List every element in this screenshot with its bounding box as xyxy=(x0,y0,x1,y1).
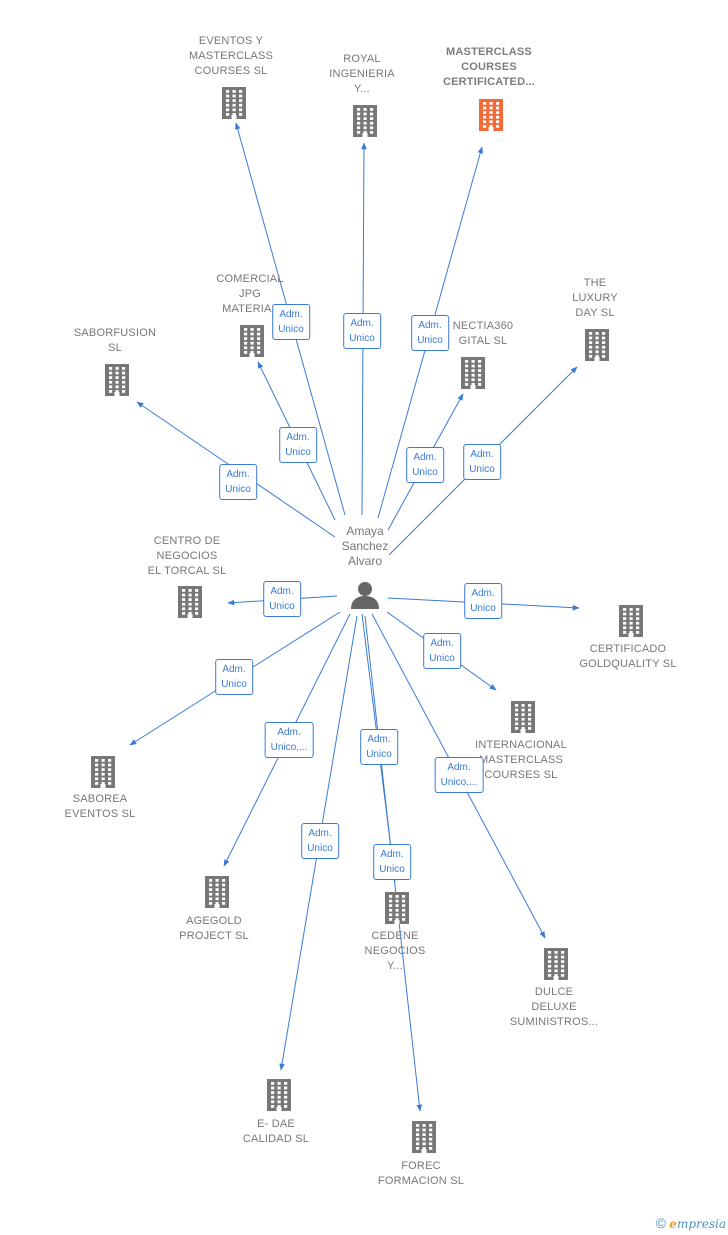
edge-label-dulce-deluxe[interactable]: Adm. Unico,... xyxy=(434,757,484,793)
company-label-saborea-eventos[interactable]: SABOREA EVENTOS SL xyxy=(64,793,136,820)
building-icon[interactable] xyxy=(381,890,413,931)
building-icon[interactable] xyxy=(475,97,507,138)
edge-label-e-dae-calidad[interactable]: Adm. Unico xyxy=(301,823,339,859)
building-icon[interactable] xyxy=(201,874,233,915)
company-label-centro-de-negocios[interactable]: CENTRO DE NEGOCIOS EL TORCAL SL xyxy=(147,535,227,577)
edge-label-eventos-y-masterclass[interactable]: Adm. Unico xyxy=(272,304,310,340)
company-label-e-dae-calidad[interactable]: E- DAE CALIDAD SL xyxy=(242,1118,310,1145)
company-label-internacional-masterclass[interactable]: INTERNACIONAL MASTERCLASS COURSES SL xyxy=(475,739,567,781)
edge-label-saborfusion[interactable]: Adm. Unico xyxy=(219,464,257,500)
edge-label-masterclass-courses-certificated[interactable]: Adm. Unico xyxy=(411,315,449,351)
edge-label-connectia360[interactable]: Adm. Unico xyxy=(406,447,444,483)
company-label-dulce-deluxe[interactable]: DULCE DELUXE SUMINISTROS... xyxy=(509,986,599,1028)
company-label-comercial-jpg[interactable]: COMERCIAL JPG MATERIAL xyxy=(216,273,284,315)
edge-label-royal-ingenieria[interactable]: Adm. Unico xyxy=(343,313,381,349)
edge-label-forec-formacion[interactable]: Adm. Unico xyxy=(373,844,411,880)
edge-label-agegold-project[interactable]: Adm. Unico,... xyxy=(264,722,314,758)
building-icon[interactable] xyxy=(615,603,647,644)
building-icon[interactable] xyxy=(174,584,206,625)
edge-label-the-luxury-day[interactable]: Adm. Unico xyxy=(463,444,501,480)
building-icon[interactable] xyxy=(101,362,133,403)
edge-label-saborea-eventos[interactable]: Adm. Unico xyxy=(215,659,253,695)
company-label-masterclass-courses-certificated[interactable]: MASTERCLASS COURSES CERTIFICATED... xyxy=(442,46,535,88)
copyright-symbol: © xyxy=(655,1215,666,1231)
footer: © empresia xyxy=(656,1215,726,1231)
edge-label-comercial-jpg[interactable]: Adm. Unico xyxy=(279,427,317,463)
building-icon[interactable] xyxy=(581,327,613,368)
company-label-connectia360[interactable]: NECTIA360 GITAL SL xyxy=(452,320,514,347)
edge-label-certificado-goldquality[interactable]: Adm. Unico xyxy=(464,583,502,619)
building-icon[interactable] xyxy=(87,754,119,795)
building-icon[interactable] xyxy=(507,699,539,740)
company-label-the-luxury-day[interactable]: THE LUXURY DAY SL xyxy=(572,277,618,319)
company-label-certificado-goldquality[interactable]: CERTIFICADO GOLDQUALITY SL xyxy=(579,643,677,670)
building-icon[interactable] xyxy=(349,103,381,144)
company-label-forec-formacion[interactable]: FOREC FORMACION SL xyxy=(377,1160,465,1187)
company-label-eventos-y-masterclass[interactable]: EVENTOS Y MASTERCLASS COURSES SL xyxy=(188,35,274,77)
edge-label-internacional-masterclass[interactable]: Adm. Unico xyxy=(423,633,461,669)
person-icon[interactable] xyxy=(349,580,381,610)
building-icon[interactable] xyxy=(408,1119,440,1160)
company-label-royal-ingenieria[interactable]: ROYAL INGENIERIA Y... xyxy=(329,53,395,95)
building-icon[interactable] xyxy=(263,1077,295,1118)
company-label-cedene-negocios[interactable]: CEDENE NEGOCIOS Y... xyxy=(364,930,426,972)
person-name[interactable]: Amaya Sanchez Alvaro xyxy=(341,524,389,568)
company-label-agegold-project[interactable]: AGEGOLD PROJECT SL xyxy=(179,915,249,942)
building-icon[interactable] xyxy=(236,323,268,364)
edge-label-centro-de-negocios[interactable]: Adm. Unico xyxy=(263,581,301,617)
edge-label-cedene-negocios[interactable]: Adm. Unico xyxy=(360,729,398,765)
brand-logo[interactable]: empresia xyxy=(669,1217,726,1231)
building-icon[interactable] xyxy=(218,85,250,126)
building-icon[interactable] xyxy=(457,355,489,396)
company-label-saborfusion[interactable]: SABORFUSION SL xyxy=(73,327,157,354)
building-icon[interactable] xyxy=(540,946,572,987)
